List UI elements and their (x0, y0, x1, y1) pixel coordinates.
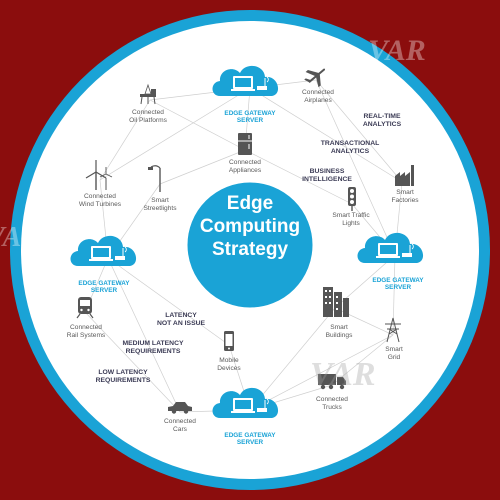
server-label-right: EDGE GATEWAY SERVER (372, 277, 424, 292)
label-medium-latency: MEDIUM LATENCY REQUIREMENTS (122, 340, 184, 355)
wind-turbine-icon (85, 160, 113, 190)
cloud-laptop-icon (212, 65, 279, 96)
center-title-line-1: Edge (226, 193, 274, 214)
label-airplanes: Connected Airplanes (302, 89, 334, 104)
refrigerator-icon (238, 133, 252, 155)
label-oil-platforms: Connected Oil Platforms (129, 109, 167, 124)
mobile-phone-icon (224, 331, 234, 351)
label-trucks: Connected Trucks (316, 396, 348, 411)
label-wind-turbines: Connected Wind Turbines (78, 193, 122, 208)
oil-platform-icon (140, 83, 156, 105)
label-transactional-analytics: TRANSACTIONAL ANALYTICS (320, 140, 380, 155)
label-traffic-lights: Smart Traffic Lights (332, 212, 370, 227)
watermark-top-right: VAR (368, 34, 426, 67)
label-business-intelligence: BUSINESS INTELLIGENCE (302, 168, 352, 183)
power-tower-icon (385, 317, 401, 343)
watermark-left: VAR (0, 222, 40, 253)
traffic-light-icon (348, 187, 356, 211)
server-label-top: EDGE GATEWAY SERVER (224, 110, 276, 125)
label-latency-not-an-issue: LATENCY NOT AN ISSUE (156, 312, 206, 327)
label-mobile: Mobile Devices (217, 357, 241, 372)
center-title-line-2: Computing (199, 216, 301, 238)
label-realtime-analytics: REAL-TIME ANALYTICS (362, 113, 402, 128)
airplane-icon (304, 68, 326, 88)
server-label-bottom: EDGE GATEWAY SERVER (224, 432, 276, 447)
label-low-latency: LOW LATENCY REQUIREMENTS (95, 369, 151, 384)
train-icon (76, 297, 94, 319)
center-title: Edge Computing Strategy (179, 192, 321, 262)
car-icon (168, 402, 192, 414)
center-title-line-3: Strategy (211, 239, 289, 261)
label-rail: Connected Rail Systems (66, 324, 106, 339)
label-cars: Connected Cars (164, 418, 196, 433)
label-grid: Smart Grid (385, 346, 403, 361)
label-appliances: Connected Appliances (228, 159, 262, 174)
building-icon (323, 287, 349, 317)
label-factories: Smart Factories (391, 189, 419, 204)
streetlight-icon (148, 165, 161, 192)
cloud-laptop-icon (212, 387, 279, 418)
center-circle (184, 179, 316, 311)
factory-icon (395, 165, 414, 186)
label-buildings: Smart Buildings (325, 324, 353, 339)
label-streetlights: Smart Streetlights (143, 197, 177, 212)
cloud-laptop-icon (70, 235, 137, 266)
watermark-bottom-right: VAR (310, 356, 376, 393)
cloud-laptop-icon (357, 232, 424, 263)
truck-icon (318, 374, 346, 390)
server-label-left: EDGE GATEWAY SERVER (78, 280, 130, 295)
